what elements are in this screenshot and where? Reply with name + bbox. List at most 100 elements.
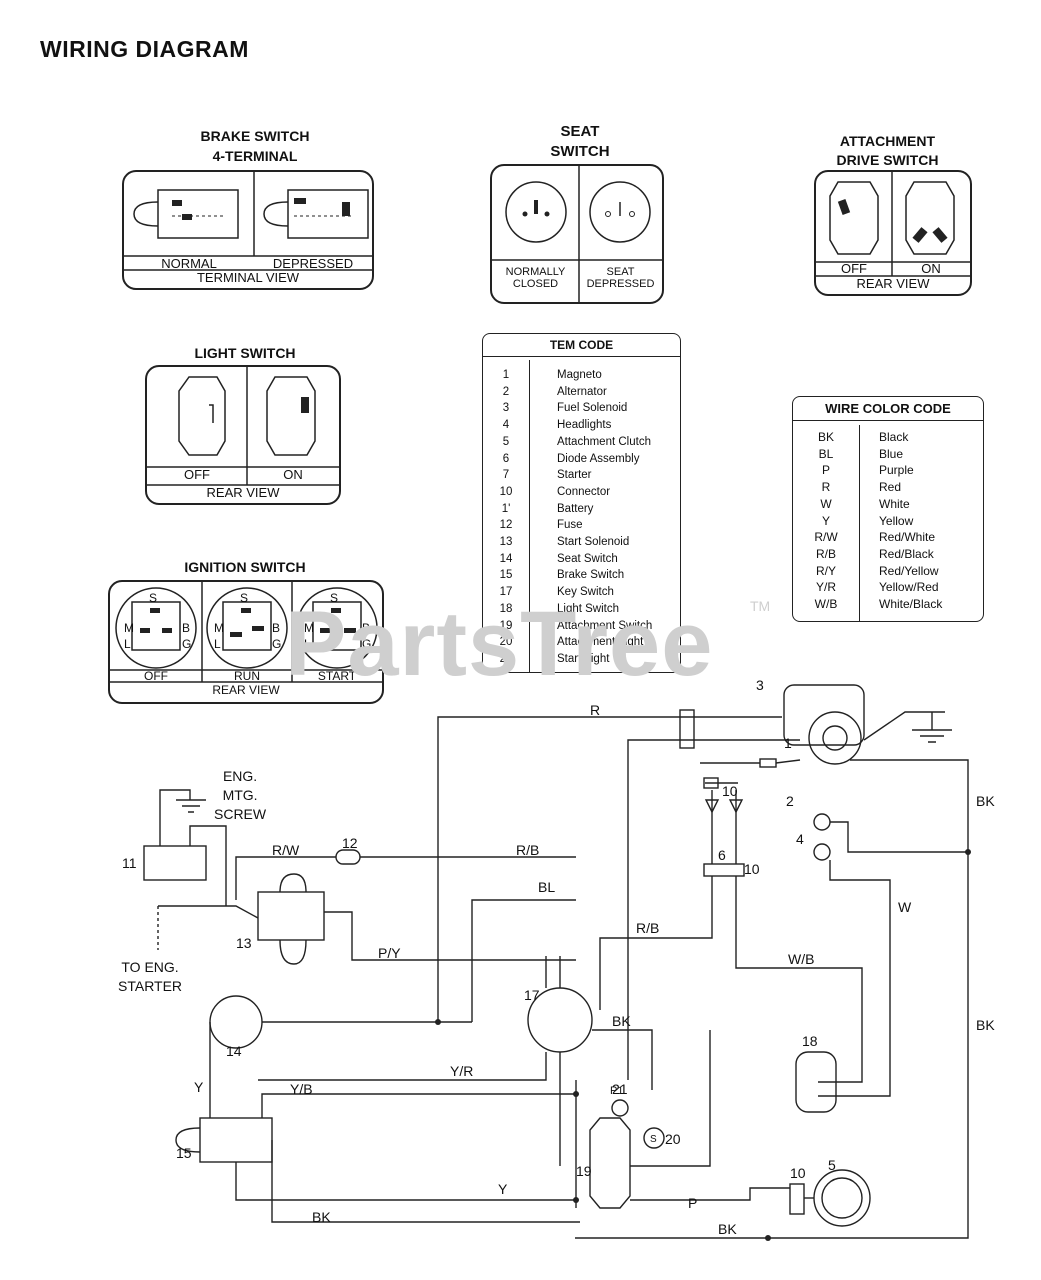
item-code-name: Magneto	[557, 369, 602, 381]
component-number: 10	[790, 1165, 806, 1181]
item-code-name: Battery	[557, 502, 594, 515]
wire-color-row: BK Black	[793, 429, 983, 446]
wire-color-code: BK	[817, 430, 834, 444]
wire-color-code: BL	[818, 446, 834, 461]
wire-color-header: WIRE COLOR CODE	[793, 397, 983, 421]
component-number: 1	[784, 735, 792, 751]
item-code-name: Connector	[557, 485, 611, 498]
component-number: 13	[236, 935, 252, 951]
wire-color-row: R/Y Red/Yellow	[793, 563, 983, 580]
item-code-name: Alternator	[557, 385, 607, 398]
item-code-number: 15	[499, 569, 513, 582]
item-code-name: Attachment Clutch	[557, 435, 651, 448]
ignition-footer: REAR VIEW	[212, 683, 280, 697]
wire-color-name: Black	[879, 430, 909, 444]
ign-off-terminal-g: G	[182, 637, 191, 651]
component-number: 17	[524, 987, 540, 1003]
wire-label: W	[898, 899, 912, 915]
ignition-switch-panel: S M B L G S M B L G S M B L G OFF RUN ST…	[108, 580, 384, 704]
component-number: 6	[718, 847, 726, 863]
item-code-number: 2	[502, 385, 510, 398]
wire-label: BK	[976, 1017, 995, 1033]
item-code-number: 1'	[501, 502, 511, 515]
wire-color-name: Red/White	[879, 530, 936, 545]
item-code-number: 20	[499, 636, 513, 649]
wire-color-code: R/B	[815, 546, 836, 561]
component-number: 11	[122, 855, 137, 871]
attachment-switch-panel: OFF ON REAR VIEW	[814, 170, 972, 296]
light-footer: REAR VIEW	[206, 485, 280, 500]
brake-switch-symbols	[124, 172, 372, 271]
ign-start-terminal-l: L	[304, 637, 311, 651]
ignition-switch-title: IGNITION SWITCH	[184, 559, 306, 575]
wire-label: W/B	[788, 951, 814, 967]
ignition-run-caption: RUN	[234, 669, 260, 683]
ign-run-terminal-m: M	[214, 621, 224, 635]
eng-mtg-screw-label: ENG. MTG. SCREW	[214, 768, 267, 822]
wire-label: Y	[194, 1079, 204, 1095]
item-code-name: Brake Switch	[557, 569, 625, 582]
wire-color-name: White	[879, 496, 910, 511]
wire-label: BK	[718, 1221, 737, 1237]
item-code-row: 12 Fuse	[483, 517, 680, 534]
seat-switch-symbols	[492, 166, 662, 302]
component-number: 21	[612, 1081, 628, 1097]
item-code-name: Fuse	[557, 519, 583, 532]
component-number: 20	[665, 1131, 681, 1147]
brake-footer: TERMINAL VIEW	[196, 270, 300, 285]
item-code-number: 17	[499, 586, 513, 599]
ign-start-terminal-b: B	[362, 621, 370, 635]
item-code-number: 19	[499, 619, 513, 632]
ign-off-terminal-s: S	[149, 591, 157, 605]
ign-start-terminal-s: S	[330, 591, 338, 605]
component-number: 5	[828, 1157, 836, 1173]
wire-label: P	[688, 1195, 697, 1211]
wire-color-name: Purple	[879, 463, 914, 478]
item-code-name: Seat Switch	[557, 552, 618, 565]
component-number: 12	[342, 835, 358, 851]
to-eng-starter-label: TO ENG. STARTER	[118, 959, 183, 994]
wire-label: BK	[976, 793, 995, 809]
component-number: 19	[576, 1163, 592, 1179]
wire-color-name: Blue	[879, 446, 904, 461]
ign-off-terminal-m: M	[124, 621, 134, 635]
wire-color-name: White/Black	[879, 597, 943, 612]
wire-color-row: BL Blue	[793, 446, 983, 463]
wire-color-code: R/Y	[815, 563, 836, 578]
item-code-number: 12	[499, 519, 513, 532]
brake-switch-panel: NORMAL DEPRESSED TERMINAL VIEW	[122, 170, 374, 290]
component-number: 4	[796, 831, 804, 847]
wire-label: Y/R	[450, 1063, 473, 1079]
wire-color-code: W/B	[814, 597, 838, 612]
wire-color-code: R/W	[814, 530, 838, 545]
item-code-row: 5 Attachment Clutch	[483, 434, 680, 451]
item-code-header: TEM CODE	[483, 334, 680, 357]
item-code-number: 3	[502, 402, 510, 415]
wire-label: R/W	[272, 842, 300, 858]
wire-color-name: Red/Yellow	[879, 563, 939, 578]
item-code-number: 6	[502, 452, 510, 465]
wire-color-row: W/B White/Black	[793, 596, 983, 613]
item-code-number: 10	[499, 485, 513, 498]
ign-run-terminal-s: S	[240, 591, 248, 605]
brake-switch-title: BRAKE SWITCH 4-TERMINAL	[200, 128, 310, 164]
light-switch-panel: OFF ON REAR VIEW	[145, 365, 341, 505]
wire-label: BK	[312, 1209, 331, 1225]
start-light-label: S	[650, 1134, 657, 1145]
seat-normally-closed-caption: NORMALLY CLOSED	[505, 266, 566, 290]
ign-off-terminal-b: B	[182, 621, 190, 635]
item-code-number: 5	[502, 435, 510, 448]
wire-label: BK	[612, 1013, 631, 1029]
wire-label: Y/B	[290, 1081, 313, 1097]
